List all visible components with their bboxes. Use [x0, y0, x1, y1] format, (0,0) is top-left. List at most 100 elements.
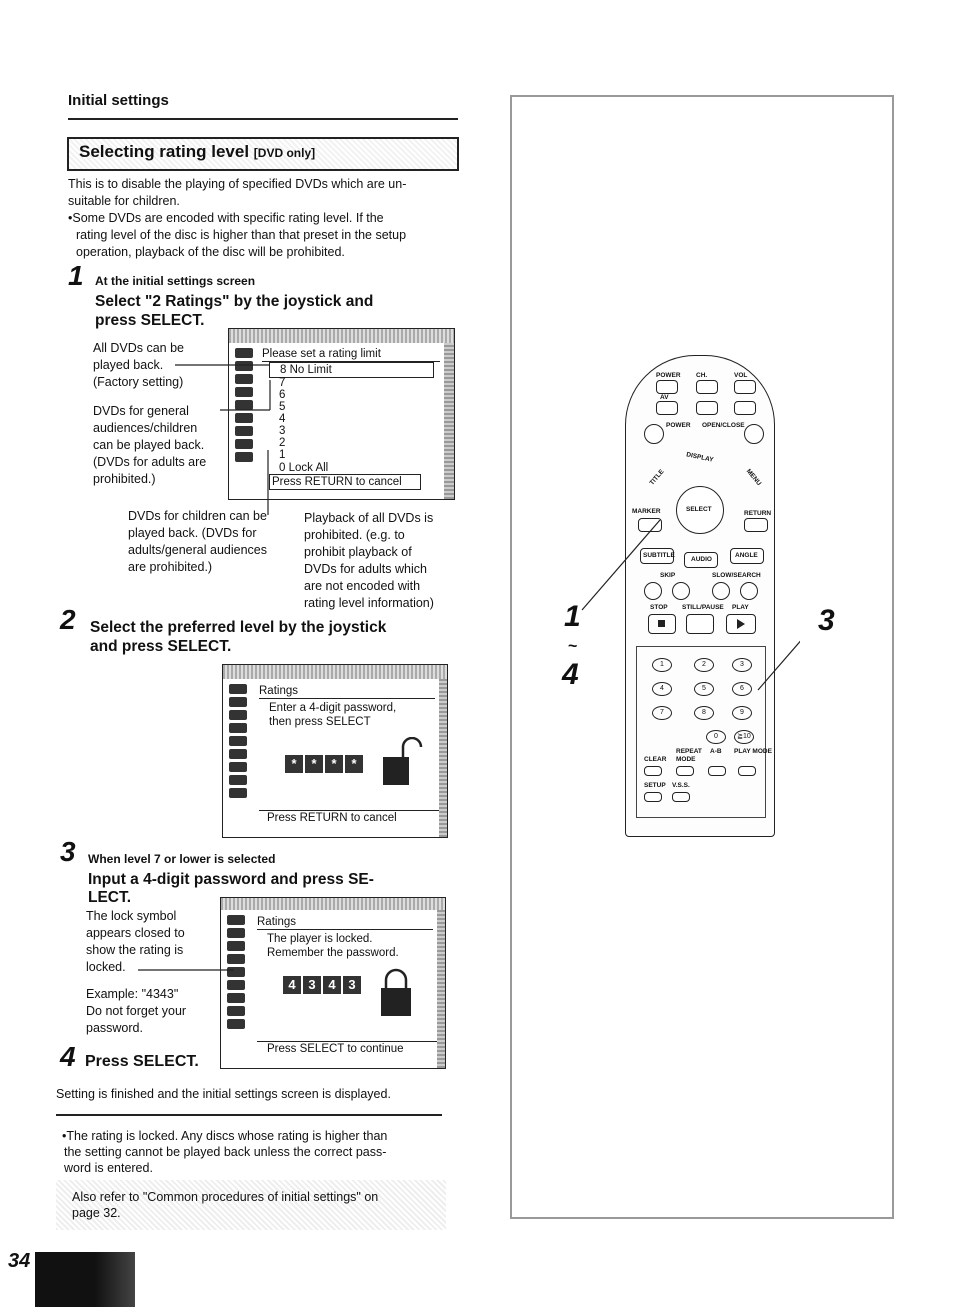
slow-forward-button[interactable]	[740, 582, 758, 600]
ch-down-button[interactable]	[696, 401, 718, 415]
password-cell[interactable]: 3	[343, 976, 361, 994]
num-4-button[interactable]: 4	[652, 682, 672, 696]
note-line: word is entered.	[64, 1161, 153, 1175]
locked-screen: Ratings The player is locked. Remember t…	[220, 897, 446, 1069]
num-2-button[interactable]: 2	[694, 658, 714, 672]
power-button[interactable]	[644, 424, 664, 444]
intro-line: suitable for children.	[68, 194, 180, 208]
intro: This is to disable the playing of specif…	[68, 176, 463, 261]
password-cell[interactable]: 4	[283, 976, 301, 994]
label-return: RETURN	[744, 510, 772, 517]
note-line: DVDs for children can be	[128, 509, 267, 523]
play-button[interactable]	[726, 614, 756, 634]
av-button[interactable]	[656, 401, 678, 415]
intro-line: rating level of the disc is higher than …	[76, 228, 407, 242]
return-button[interactable]	[744, 518, 768, 532]
message-line: Remember the password.	[267, 947, 399, 959]
note-line: Example: "4343"	[86, 987, 179, 1001]
password-cell[interactable]: *	[345, 755, 363, 773]
password-cell[interactable]: *	[325, 755, 343, 773]
audio-button[interactable]: AUDIO	[684, 552, 718, 568]
lock-note: •The rating is locked. Any discs whose r…	[62, 1128, 452, 1176]
finish-text: Setting is finished and the initial sett…	[56, 1087, 391, 1101]
password-cell[interactable]: 3	[303, 976, 321, 994]
instruction-line: LECT.	[88, 889, 132, 906]
icon-strip	[225, 681, 251, 801]
password-cell[interactable]: 4	[323, 976, 341, 994]
num-3-button[interactable]: 3	[732, 658, 752, 672]
intro-line: operation, playback of the disc will be …	[76, 245, 345, 259]
leader-lines	[175, 364, 271, 515]
skip-back-button[interactable]	[644, 582, 662, 600]
joystick[interactable]	[676, 486, 724, 534]
note-line: the setting cannot be played back unless…	[64, 1145, 387, 1159]
repeat-ab-button[interactable]	[708, 766, 726, 776]
open-close-button[interactable]	[744, 424, 764, 444]
num-5-button[interactable]: 5	[694, 682, 714, 696]
label-setup: SETUP	[644, 782, 666, 789]
rating-level[interactable]: 5	[279, 401, 286, 413]
vss-button[interactable]	[672, 792, 690, 802]
step-number: 4	[60, 1041, 76, 1072]
label-repeat: REPEAT	[676, 748, 702, 755]
password-cell[interactable]: *	[305, 755, 323, 773]
callout-4: 4	[562, 658, 579, 691]
num-9-button[interactable]: 9	[732, 706, 752, 720]
rating-level[interactable]: 3	[279, 425, 286, 437]
label-av: AV	[660, 394, 669, 401]
reference-line: Also refer to "Common procedures of init…	[72, 1190, 379, 1204]
instruction-line: press SELECT.	[95, 312, 205, 329]
stop-button[interactable]	[648, 614, 676, 634]
repeat-mode-button[interactable]	[676, 766, 694, 776]
label-audio: AUDIO	[691, 556, 712, 563]
note-line: (Factory setting)	[93, 375, 184, 389]
page-tab	[35, 1252, 135, 1307]
rating-level[interactable]: 6	[279, 389, 286, 401]
num-0-button[interactable]: 0	[706, 730, 726, 744]
rating-selected[interactable]: 8 No Limit	[269, 362, 434, 378]
play-mode-button[interactable]	[738, 766, 756, 776]
setup-button[interactable]	[644, 792, 662, 802]
num-6-button[interactable]: 6	[732, 682, 752, 696]
vol-down-button[interactable]	[734, 401, 756, 415]
rating-level[interactable]: 7	[279, 377, 286, 389]
num-8-button[interactable]: 8	[694, 706, 714, 720]
num-1-button[interactable]: 1	[652, 658, 672, 672]
rating-level[interactable]: 2	[279, 437, 286, 449]
vol-up-button[interactable]	[734, 380, 756, 394]
label-play: PLAY	[732, 604, 749, 611]
slow-back-button[interactable]	[712, 582, 730, 600]
subtitle-button[interactable]: SUBTITLE	[640, 548, 675, 564]
callout-1: 1	[564, 600, 581, 633]
instruction-line: and press SELECT.	[90, 638, 232, 655]
password-cells[interactable]: ****	[285, 755, 365, 773]
note-line: DVDs for general	[93, 404, 189, 418]
num-7-button[interactable]: 7	[652, 706, 672, 720]
lock-leader-line	[138, 969, 234, 971]
screen-footer: Press RETURN to cancel	[259, 810, 443, 825]
tv-power-button[interactable]	[656, 380, 678, 394]
screen-message: Enter a 4-digit password, then press SEL…	[269, 701, 396, 729]
skip-forward-button[interactable]	[672, 582, 690, 600]
screen-side	[437, 910, 445, 1068]
intro-line: This is to disable the playing of specif…	[68, 177, 407, 191]
step-instruction: Select "2 Ratings" by the joystick and p…	[95, 292, 373, 330]
password-cell[interactable]: *	[285, 755, 303, 773]
section-header: Initial settings	[68, 92, 169, 109]
rating-level[interactable]: 1	[279, 449, 286, 461]
angle-button[interactable]: ANGLE	[730, 548, 764, 564]
pause-button[interactable]	[686, 614, 714, 634]
label-open: OPEN/CLOSE	[702, 422, 745, 429]
rating-lock-all[interactable]: 0 Lock All	[279, 462, 329, 474]
num-10-button[interactable]: ≧10	[734, 730, 754, 744]
reference-line: page 32.	[72, 1206, 121, 1220]
note-line: played back. (DVDs for	[128, 526, 257, 540]
ch-up-button[interactable]	[696, 380, 718, 394]
note-line: locked.	[86, 960, 126, 974]
rating-levels: 7 6 5 4 3 2 1	[279, 377, 285, 461]
rating-level[interactable]: 4	[279, 413, 286, 425]
intro-line: •Some DVDs are encoded with specific rat…	[68, 211, 384, 225]
clear-button[interactable]	[644, 766, 662, 776]
note-lockall: Playback of all DVDs is prohibited. (e.g…	[304, 510, 434, 612]
